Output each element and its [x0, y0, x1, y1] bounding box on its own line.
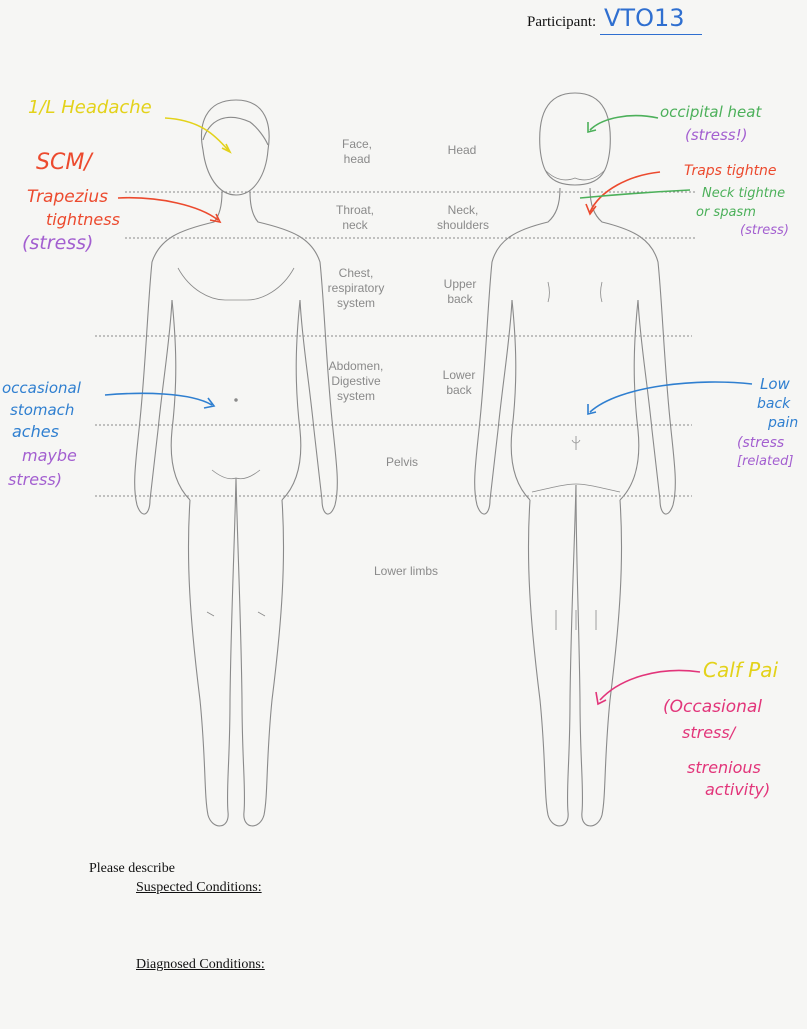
annotation-scm: SCM/ [36, 153, 92, 173]
annotation-back-stress: (stress [737, 433, 784, 453]
annotation-spasm: or spasm [696, 203, 756, 223]
region-upper-back: Upper back [430, 277, 490, 307]
annotation-traps: Traps tightne [684, 161, 777, 181]
annotation-pain: pain [768, 413, 798, 433]
region-lower-back: Lower back [428, 368, 490, 398]
annotation-scm-stress: (stress) [22, 233, 93, 253]
region-head: Head [432, 143, 492, 158]
region-neck-shoulders: Neck, shoulders [426, 203, 500, 233]
annotation-back: back [757, 394, 790, 414]
annotation-trapezius: Trapezius [27, 187, 108, 207]
suspected-conditions-label: Suspected Conditions: [136, 880, 262, 896]
please-describe-label: Please describe [89, 861, 175, 877]
annotation-calf-stress: stress/ [682, 723, 735, 743]
region-chest: Chest, respiratory system [316, 266, 396, 311]
annotation-occipital: occipital heat [660, 102, 761, 122]
annotation-calf-occasional: (Occasional [663, 697, 762, 717]
region-face-head: Face, head [330, 137, 384, 167]
annotation-occasional: occasional [2, 378, 81, 398]
annotation-neck-stress: (stress) [740, 221, 789, 241]
annotation-related: [related] [737, 452, 793, 472]
annotation-calf-pain: Calf Pai [703, 660, 778, 680]
region-abdomen: Abdomen, Digestive system [314, 359, 398, 404]
region-pelvis: Pelvis [370, 455, 434, 470]
annotation-strenuous: strenious [687, 758, 761, 778]
annotation-headache: 1/L Headache [28, 98, 152, 118]
annotation-aches: aches [12, 422, 59, 442]
annotation-tightness: tightness [46, 210, 120, 230]
annotation-low: Low [760, 374, 790, 394]
diagnosed-conditions-label: Diagnosed Conditions: [136, 957, 265, 973]
annotation-stomach-stress: stress) [8, 470, 62, 490]
annotation-stomach: stomach [10, 400, 74, 420]
front-figure [135, 100, 338, 826]
annotation-occipital-stress: (stress!) [685, 125, 747, 145]
region-lower-limbs: Lower limbs [354, 564, 458, 579]
annotation-activity: activity) [705, 780, 770, 800]
region-throat-neck: Throat, neck [324, 203, 386, 233]
annotation-maybe: maybe [22, 446, 77, 466]
back-figure [475, 93, 676, 826]
annotation-neck-tightness: Neck tightne [702, 184, 785, 204]
